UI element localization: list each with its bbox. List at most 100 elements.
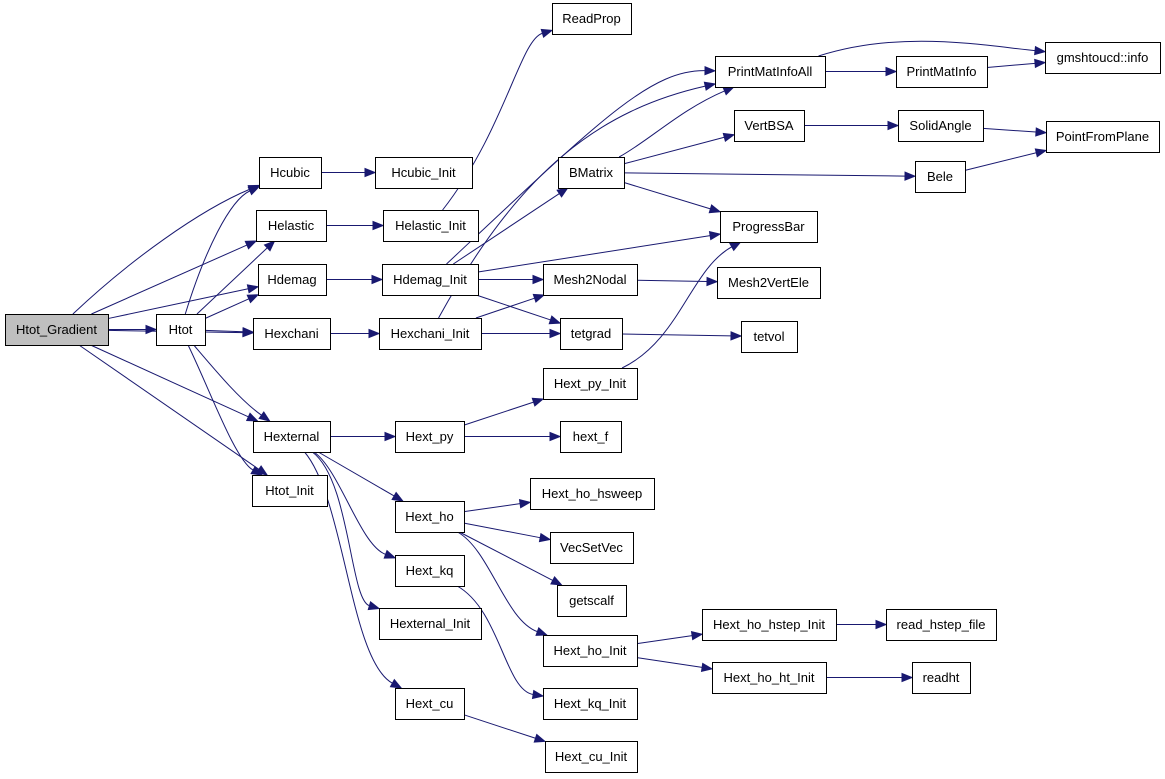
edge-printmatinfoall-to-gmshtoucd_info [818, 40, 1036, 57]
node-box [715, 56, 826, 88]
node-box [253, 318, 331, 350]
node-printmatinfoall[interactable]: PrintMatInfoAll [715, 56, 826, 88]
node-hext-ho-init[interactable]: Hext_ho_Init [543, 635, 638, 667]
arrowhead-bele-to-pointfromplane [1034, 148, 1048, 158]
node-hext-kq-init[interactable]: Hext_kq_Init [543, 688, 638, 720]
edge-solidangle-to-pointfromplane [982, 127, 1037, 133]
node-hdemag-init[interactable]: Hdemag_Init [382, 264, 479, 296]
node-label: Mesh2VertEle [728, 275, 809, 290]
node-box [5, 314, 109, 346]
arrowhead-hext_ho-to-hext_ho_init [535, 626, 549, 636]
arrowhead-htot-to-hcubic [247, 186, 261, 196]
arrowhead-htot_gradient-to-hexternal [245, 412, 259, 422]
edge-bmatrix-to-bele [623, 172, 906, 177]
node-htot-gradient[interactable]: Htot_Gradient [5, 314, 109, 346]
edge-hext_py-to-hext_py_init [463, 401, 534, 426]
node-hcubic-init[interactable]: Hcubic_Init [375, 157, 473, 189]
arrowhead-htot_gradient-to-helastic [244, 240, 258, 250]
node-hext-cu[interactable]: Hext_cu [395, 688, 465, 720]
node-progressbar[interactable]: ProgressBar [720, 211, 818, 243]
arrowhead-hdemag_init-to-printmatinfoall [704, 65, 717, 76]
node-box [543, 635, 638, 667]
arrowhead-htot-to-helastic [263, 240, 276, 252]
node-box [253, 421, 331, 453]
node-label: PrintMatInfo [906, 64, 976, 79]
node-pointfromplane[interactable]: PointFromPlane [1046, 121, 1160, 153]
node-hext-ho-hstep-init[interactable]: Hext_ho_hstep_Init [702, 609, 837, 641]
arrowhead-hext_ho_init-to-hext_ho_ht_init [700, 662, 714, 673]
edge-hext_ho-to-getscalf [459, 531, 553, 581]
node-hdemag[interactable]: Hdemag [258, 264, 327, 296]
node-bele[interactable]: Bele [915, 161, 966, 193]
node-label: Hext_ho_hsweep [542, 486, 642, 501]
arrowhead-htot_gradient-to-hdemag [246, 284, 260, 294]
node-tetvol[interactable]: tetvol [741, 321, 798, 353]
node-box [741, 321, 798, 353]
node-hext-kq[interactable]: Hext_kq [395, 555, 465, 587]
arrowhead-helastic_init-to-readprop [540, 28, 554, 38]
arrowhead-htot-to-hexchani [242, 326, 255, 337]
arrowhead-hexchani_init-to-printmatinfoall [703, 81, 717, 91]
node-htot[interactable]: Htot [156, 314, 206, 346]
node-hext-ho-ht-init[interactable]: Hext_ho_ht_Init [712, 662, 827, 694]
arrowhead-hext_ho-to-getscalf [550, 575, 563, 586]
edge-bele-to-pointfromplane [964, 152, 1037, 171]
node-hext-ho-hsweep[interactable]: Hext_ho_hsweep [530, 478, 655, 510]
edge-htot-to-hcubic [184, 190, 251, 315]
node-helastic-init[interactable]: Helastic_Init [383, 210, 479, 242]
node-hexchani[interactable]: Hexchani [253, 318, 331, 350]
node-printmatinfo[interactable]: PrintMatInfo [896, 56, 988, 88]
node-label: BMatrix [569, 165, 614, 180]
arrowhead-hext_kq-to-hext_kq_init [531, 689, 545, 700]
arrowhead-hext_ho_ht_init-to-readht [901, 672, 914, 683]
node-hcubic[interactable]: Hcubic [259, 157, 322, 189]
edge-hdemag_init-to-printmatinfoall [446, 70, 706, 265]
node-vertbsa[interactable]: VertBSA [734, 110, 805, 142]
edge-hext_ho_init-to-hext_ho_hstep_init [636, 635, 693, 645]
node-readht[interactable]: readht [912, 662, 971, 694]
node-hexternal[interactable]: Hexternal [253, 421, 331, 453]
arrowhead-bmatrix-to-vertbsa [722, 132, 736, 143]
arrowhead-hexternal-to-hext_ho [391, 491, 404, 502]
node-box [886, 609, 997, 641]
node-box [912, 662, 971, 694]
edge-bmatrix-to-progressbar [623, 182, 711, 210]
node-hext-py[interactable]: Hext_py [395, 421, 465, 453]
node-hexternal-init[interactable]: Hexternal_Init [379, 608, 482, 640]
edge-htot-to-hexchani [204, 329, 244, 333]
node-hext-py-init[interactable]: Hext_py_Init [543, 368, 638, 400]
arrowhead-hext_py-to-hext_f [549, 431, 562, 442]
arrowhead-printmatinfoall-to-printmatinfo [885, 66, 898, 77]
node-hext-f[interactable]: hext_f [560, 421, 622, 453]
node-getscalf[interactable]: getscalf [557, 585, 627, 617]
node-box [375, 157, 473, 189]
node-hext-ho[interactable]: Hext_ho [395, 501, 465, 533]
node-bmatrix[interactable]: BMatrix [558, 157, 625, 189]
node-box [395, 501, 465, 533]
node-mesh2nodal[interactable]: Mesh2Nodal [543, 264, 638, 296]
node-gmshtoucd-info[interactable]: gmshtoucd::info [1045, 42, 1161, 74]
node-label: SolidAngle [909, 118, 971, 133]
arrowhead-hexchani_init-to-mesh2nodal [532, 293, 546, 303]
node-read-hstep-file[interactable]: read_hstep_file [886, 609, 997, 641]
node-label: Hexternal [264, 429, 320, 444]
node-htot-init[interactable]: Htot_Init [252, 475, 328, 507]
node-vecsetvec[interactable]: VecSetVec [550, 532, 634, 564]
node-box [258, 264, 327, 296]
node-helastic[interactable]: Helastic [256, 210, 327, 242]
node-tetgrad[interactable]: tetgrad [560, 318, 623, 350]
node-solidangle[interactable]: SolidAngle [898, 110, 984, 142]
node-box [382, 264, 479, 296]
node-label: Htot [169, 322, 193, 337]
node-hexchani-init[interactable]: Hexchani_Init [379, 318, 482, 350]
node-hext-cu-init[interactable]: Hext_cu_Init [545, 741, 638, 773]
node-label: Hexternal_Init [390, 616, 471, 631]
edge-hexternal-to-hext_kq [313, 451, 386, 555]
node-readprop[interactable]: ReadProp [552, 3, 632, 35]
arrowhead-htot_gradient-to-htot [145, 324, 158, 335]
node-mesh2vertele[interactable]: Mesh2VertEle [717, 267, 821, 299]
edge-hdemag_init-to-tetgrad [476, 294, 551, 321]
node-box [383, 210, 479, 242]
edge-bmatrix-to-printmatinfoall [618, 90, 725, 158]
